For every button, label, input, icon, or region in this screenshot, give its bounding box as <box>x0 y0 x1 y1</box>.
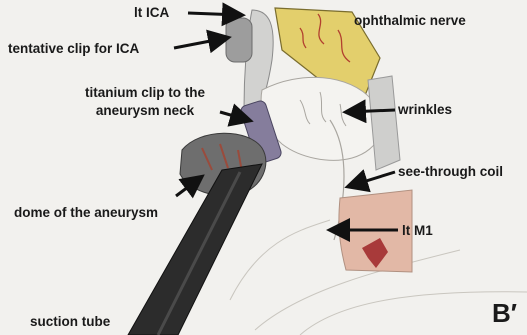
label-see-through-coil: see-through coil <box>398 163 503 180</box>
label-dome: dome of the aneurysm <box>14 204 158 221</box>
label-titanium-clip-line2: aneurysm neck <box>70 102 220 119</box>
label-ophthalmic-nerve: ophthalmic nerve <box>354 12 466 29</box>
label-titanium-clip-line1: titanium clip to the <box>70 84 220 101</box>
arrow-see-through-coil <box>350 172 395 186</box>
suction-tube-shape <box>128 164 262 335</box>
right-vessel-shape <box>368 76 400 170</box>
panel-label: B′ <box>492 298 517 329</box>
label-lt-ica: lt ICA <box>134 4 169 21</box>
label-lt-m1: lt M1 <box>402 222 433 239</box>
arrow-wrinkles <box>348 110 395 112</box>
suction-tube-highlight <box>158 172 240 335</box>
label-suction-tube: suction tube <box>30 313 110 330</box>
arrow-tentative-clip <box>174 38 226 48</box>
tentative-clip-shape <box>226 18 252 62</box>
arrow-lt-ica <box>188 13 240 15</box>
label-tentative-clip: tentative clip for ICA <box>8 40 139 57</box>
label-wrinkles: wrinkles <box>398 101 452 118</box>
